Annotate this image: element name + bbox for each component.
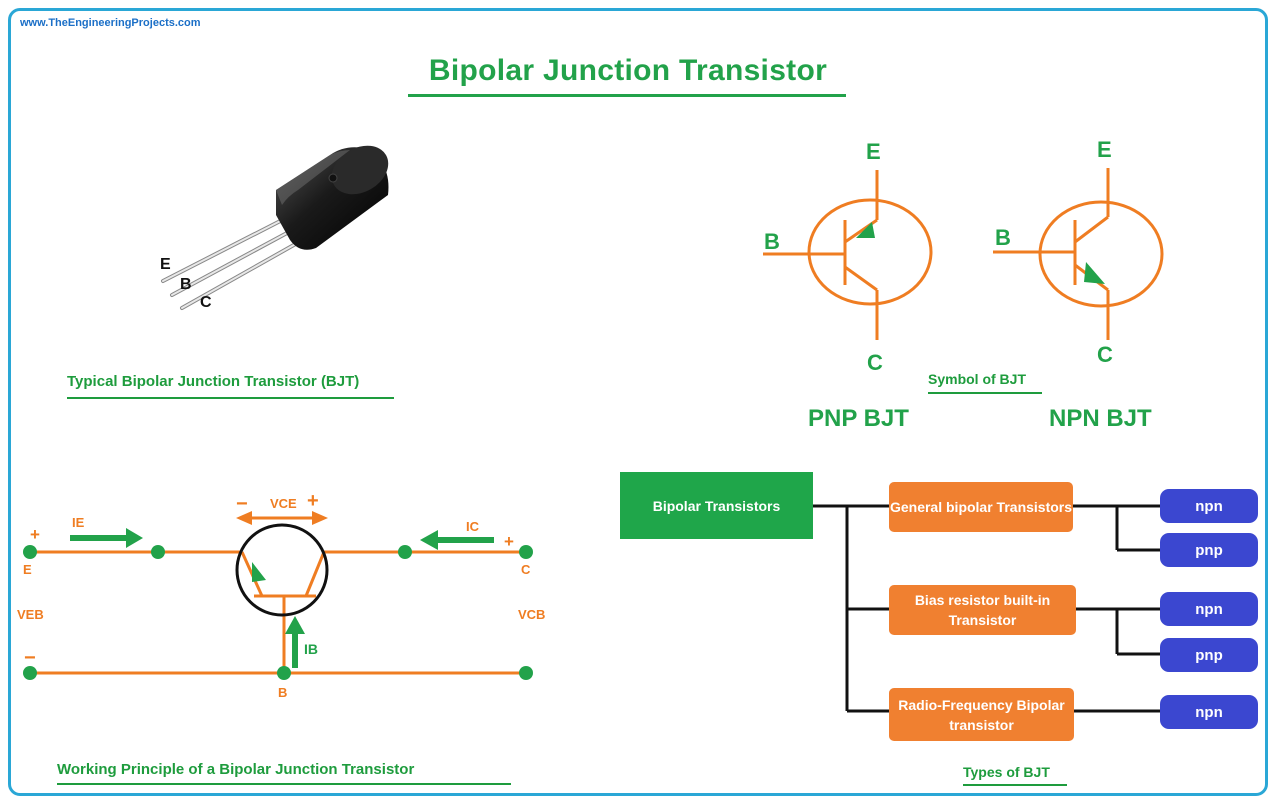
emitter-plus: + [30,525,40,544]
page-title: Bipolar Junction Transistor [428,54,828,87]
npn-title: NPN BJT [1049,405,1152,432]
type-bias-pnp: pnp [1160,638,1258,672]
npn-arrow-icon [1084,262,1105,284]
vce-right-arrow-icon [312,511,328,525]
pnp-label-e: E [866,139,881,164]
voltage-veb-label: VEB [17,607,44,622]
pnp-title: PNP BJT [808,405,909,432]
npn-label-c: C [1097,342,1113,367]
photo-caption: Typical Bipolar Junction Transistor (BJT… [67,373,360,390]
types-group-general: General bipolar Transistors [889,482,1073,532]
transistor-circle [235,523,329,617]
circuit-caption: Working Principle of a Bipolar Junction … [57,761,415,778]
circuit-label-b: B [278,685,288,700]
pnp-arrow-icon [856,222,875,238]
current-ie-label: IE [72,515,85,530]
types-caption-underline [963,784,1067,786]
vce-minus: − [236,493,248,515]
type-bias-npn: npn [1160,592,1258,626]
npn-symbol [993,168,1164,340]
collector-plus: + [504,532,514,551]
transistor-photo [161,145,389,310]
types-tree-lines [813,504,1160,713]
pnp-symbol [763,170,933,340]
circuit-label-c: C [521,562,531,577]
pnp-label-b: B [764,229,780,254]
type-rf-npn: npn [1160,695,1258,729]
type-general-pnp: pnp [1160,533,1258,567]
photo-pin-b: B [180,276,192,293]
emitter-arrow-icon [252,562,266,582]
voltage-vce-label: VCE [270,496,297,511]
circuit-label-e: E [23,562,32,577]
types-root-box: Bipolar Transistors [620,472,813,539]
symbol-caption: Symbol of BJT [928,371,1027,387]
vce-plus: + [307,490,319,512]
current-arrows [70,528,494,668]
npn-label-b: B [995,225,1011,250]
type-general-npn: npn [1160,489,1258,523]
types-group-bias: Bias resistor built-in Transistor [889,585,1076,635]
types-group-rf: Radio-Frequency Bipolar transistor [889,688,1074,741]
emitter-minus: − [24,647,36,669]
current-ib-label: IB [304,641,318,657]
pnp-label-c: C [867,350,883,375]
voltage-vcb-label: VCB [518,607,546,622]
current-ic-label: IC [466,519,479,534]
site-url[interactable]: www.TheEngineeringProjects.com [20,17,201,29]
circuit-caption-underline [57,783,511,785]
npn-label-e: E [1097,137,1112,162]
photo-caption-underline [67,397,394,399]
photo-pin-e: E [160,256,171,273]
symbol-caption-underline [928,392,1042,394]
photo-pin-c: C [200,294,212,311]
title-underline [408,94,846,97]
vce-left-arrow-icon [236,511,252,525]
types-caption: Types of BJT [963,764,1050,780]
diagram-frame [8,8,1268,796]
circuit-nodes [23,545,533,680]
